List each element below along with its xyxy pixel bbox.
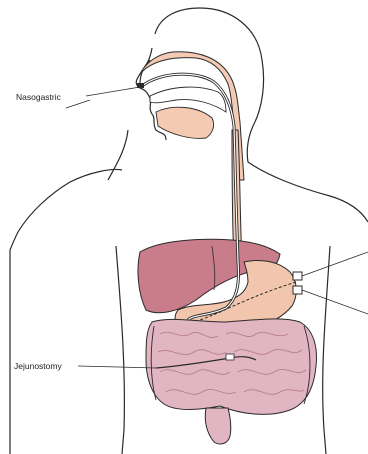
leader-line-nasogastric (86, 87, 140, 96)
rectum (205, 408, 231, 444)
leader-line-upper-right (302, 252, 368, 276)
leader-line-nasogastric-tail (66, 100, 90, 108)
tongue (156, 107, 214, 138)
leader-line-jejunostomy (78, 366, 156, 368)
leader-line-lower-right (302, 290, 368, 314)
jejunostomy-label: Jejunostomy (14, 361, 62, 371)
gastrostomy-port-lower (293, 286, 302, 294)
nasogastric-label: Nasogastric (16, 92, 61, 102)
jejunostomy-tube-tip (226, 354, 234, 360)
gastrostomy-port-upper (293, 272, 302, 280)
